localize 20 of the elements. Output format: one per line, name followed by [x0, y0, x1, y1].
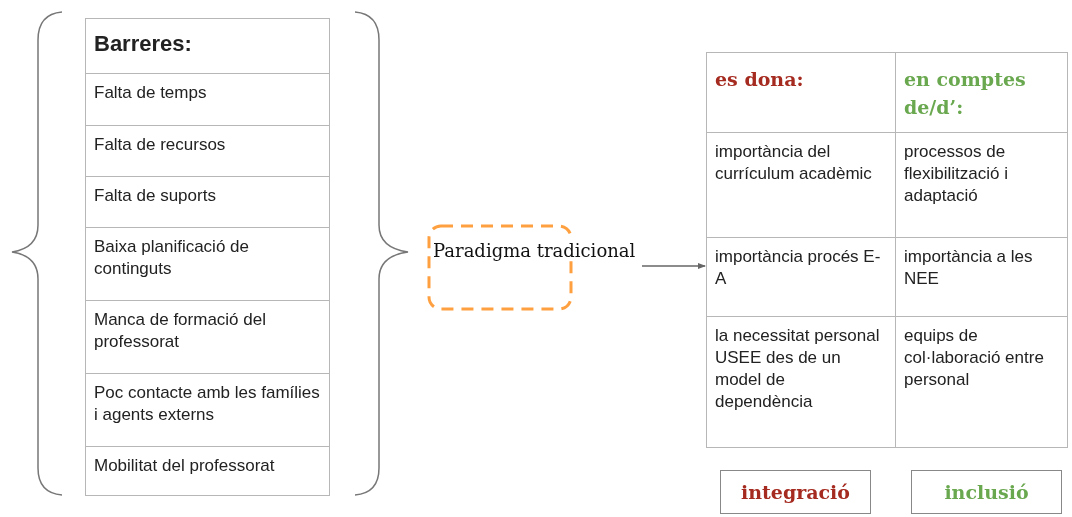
category-box: inclusió [911, 470, 1062, 514]
arrow [641, 263, 706, 269]
header-text: Barreres: [94, 31, 192, 56]
cell-text: Baixa planificació de continguts [94, 237, 249, 278]
cell-text: importància procés E-A [715, 247, 881, 288]
cell-text: Mobilitat del professorat [94, 456, 275, 475]
header-text: en comptes de/d’: [904, 68, 1026, 118]
cell-text: Falta de suports [94, 186, 216, 205]
header-text: es dona: [715, 68, 804, 90]
cell-text: Falta de temps [94, 83, 207, 102]
category-box: integració [720, 470, 871, 514]
cell-text: Falta de recursos [94, 135, 226, 154]
cell-text: importància del currículum acadèmic [715, 142, 872, 183]
cell-text: la necessitat personal USEE des de un model de dependència [715, 326, 880, 411]
table-frame [706, 52, 1068, 448]
cell-text: equips de col·laboració entre personal [904, 326, 1044, 389]
cell-text: processos de flexibilització i adaptació [904, 142, 1008, 205]
cell-text: Manca de formació del professorat [94, 310, 266, 351]
cell-text: Poc contacte amb les famílies i agents externs [94, 383, 320, 424]
cell-text: importància a les NEE [904, 247, 1033, 288]
